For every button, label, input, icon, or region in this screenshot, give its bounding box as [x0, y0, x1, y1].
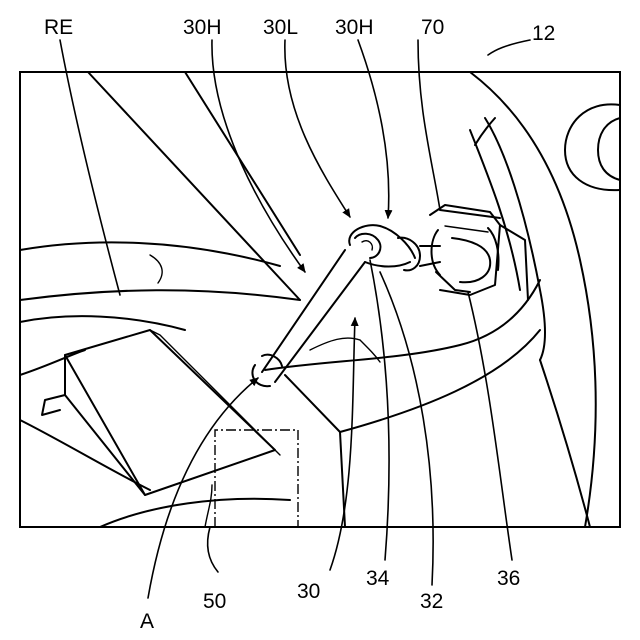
label-70: 70: [421, 16, 444, 39]
leader-34: [370, 260, 389, 560]
label-50: 50: [203, 590, 226, 613]
leader-50: [208, 527, 218, 572]
label-30: 30: [297, 580, 320, 603]
label-12: 12: [532, 22, 555, 45]
label-32: 32: [420, 590, 443, 613]
label-30h-right: 30H: [335, 16, 374, 39]
label-30l: 30L: [263, 16, 298, 39]
connector-70: [430, 205, 528, 300]
label-re: RE: [44, 16, 73, 39]
leader-36: [468, 292, 512, 560]
label-36: 36: [497, 567, 520, 590]
leader-re: [60, 40, 120, 295]
panel-12: [470, 72, 596, 527]
leader-12: [488, 40, 530, 55]
label-a: A: [140, 610, 154, 633]
leader-30h-left: [212, 40, 305, 272]
label-30h-left: 30H: [183, 16, 222, 39]
leader-70: [418, 40, 440, 210]
pad-50: [42, 330, 280, 495]
figure-frame: [20, 72, 620, 527]
label-34: 34: [366, 567, 390, 590]
knob: [565, 104, 620, 190]
leader-30l: [285, 40, 350, 217]
detail-region: [215, 430, 298, 527]
body-panel-lines: [20, 72, 300, 527]
leader-30h-right: [358, 40, 389, 218]
leader-30: [330, 318, 355, 570]
housing: [265, 280, 540, 527]
